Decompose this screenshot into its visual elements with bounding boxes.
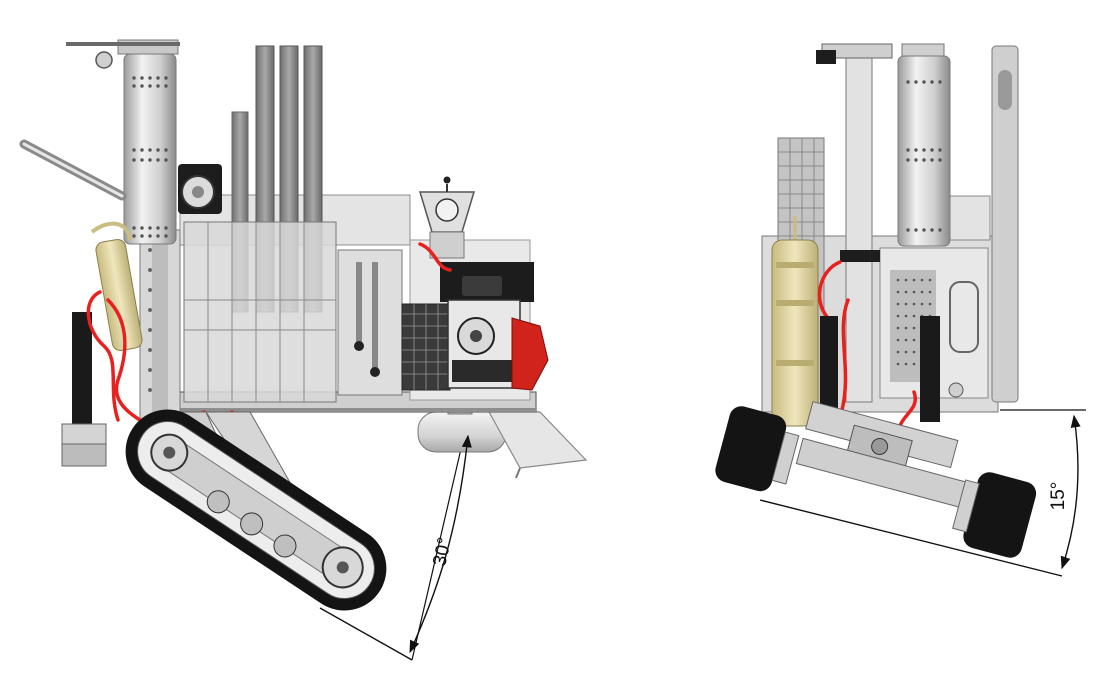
drill-mast — [139, 229, 181, 421]
cooling-grille — [401, 303, 451, 391]
silencer-cylinder — [66, 39, 180, 245]
front-view-angle-arc — [1060, 414, 1081, 570]
drill-rod-rack — [183, 45, 337, 403]
mount-bracket — [418, 176, 476, 259]
front-view: 15° — [715, 43, 1086, 577]
side-view: 30° — [19, 39, 588, 661]
drill-head-unit — [90, 221, 143, 352]
front-drill-head-unit — [771, 216, 819, 427]
front-right-wheel — [952, 472, 1037, 558]
side-view-tilt-angle-label: 30° — [429, 536, 456, 568]
front-axle-assembly — [795, 401, 978, 511]
handle-rod — [19, 139, 127, 201]
front-silencer-cylinder — [897, 43, 951, 247]
gasoline-engine — [440, 262, 549, 391]
front-left-wheel — [715, 406, 800, 492]
side-view-ground-line — [319, 607, 413, 661]
side-view-angle-arc — [409, 434, 472, 654]
front-right-column — [991, 45, 1019, 403]
front-support-posts — [820, 316, 940, 422]
left-support-post — [61, 312, 107, 467]
front-view-ground-line — [759, 499, 1063, 577]
crawler-track — [125, 409, 387, 611]
hydraulic-motor — [178, 164, 222, 214]
control-panel — [337, 249, 403, 396]
front-hydraulic-hoses — [817, 260, 918, 428]
front-mast-beam — [816, 43, 893, 403]
front-view-tilt-angle-label: 15° — [1048, 482, 1069, 511]
